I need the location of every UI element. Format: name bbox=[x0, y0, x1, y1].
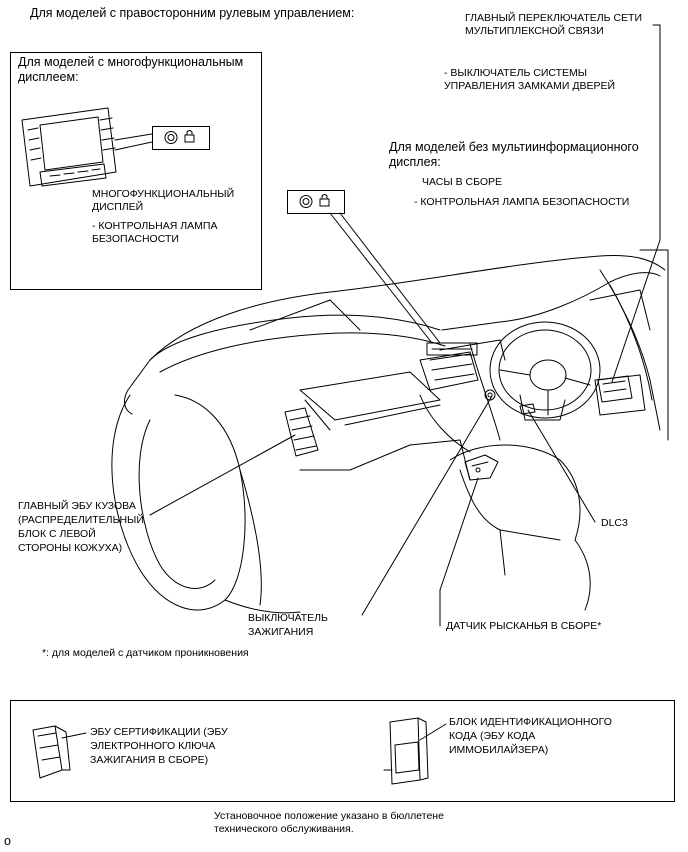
ignition-switch-label-line1: ВЫКЛЮЧАТЕЛЬ bbox=[248, 612, 328, 624]
install-note-line1: Установочное положение указано в бюллете… bbox=[214, 810, 444, 822]
right-door bbox=[589, 249, 669, 441]
multifunction-display-label-line1: МНОГОФУНКЦИОНАЛЬНЫЙ bbox=[92, 188, 235, 200]
certification-ecu-label-line1: ЭБУ СЕРТИФИКАЦИИ (ЭБУ bbox=[90, 726, 228, 738]
front-seats bbox=[449, 444, 591, 611]
id-code-box-label-line3: ИММОБИЛАЙЗЕРА) bbox=[449, 744, 549, 756]
security-lamp-icon-inset bbox=[152, 126, 210, 150]
id-code-box-drawing bbox=[383, 717, 447, 785]
yaw-sensor-label: ДАТЧИК РЫСКАНЬЯ В СБОРЕ* bbox=[446, 620, 602, 632]
multifunction-display-drawing bbox=[21, 107, 117, 187]
multifunction-display-label-line2: ДИСПЛЕЙ bbox=[92, 201, 144, 213]
id-code-box-label-line2: КОДА (ЭБУ КОДА bbox=[449, 730, 536, 742]
inset-title-line1: Для моделей с многофункциональным bbox=[18, 55, 244, 69]
inset-multifunction-box bbox=[10, 52, 262, 290]
door-lock-switch-label-line2: УПРАВЛЕНИЯ ЗАМКАМИ ДВЕРЕЙ bbox=[444, 80, 616, 92]
leader-lines bbox=[114, 24, 661, 627]
body-ecu-label-line3: БЛОК С ЛЕВОЙ bbox=[18, 528, 96, 540]
id-code-box-label-line1: БЛОК ИДЕНТИФИКАЦИОННОГО bbox=[449, 716, 612, 728]
footnote: *: для моделей с датчиком проникновения bbox=[42, 647, 249, 659]
certification-ecu-label-line2: ЭЛЕКТРОННОГО КЛЮЧА bbox=[90, 740, 216, 752]
inset-lamp-label-line1: - КОНТРОЛЬНАЯ ЛАМПА bbox=[92, 220, 218, 232]
inset-lamp-label-line2: БЕЗОПАСНОСТИ bbox=[92, 233, 179, 245]
components-box bbox=[10, 700, 675, 802]
yaw-sensor-drawing bbox=[464, 454, 499, 481]
corner-mark: o bbox=[4, 834, 11, 848]
dash-display-drawing bbox=[426, 342, 478, 356]
install-note-line2: технического обслуживания. bbox=[214, 823, 354, 835]
steering-wheel bbox=[489, 321, 601, 421]
ignition-switch-label-line2: ЗАЖИГАНИЯ bbox=[248, 626, 314, 638]
body-ecu-drawing bbox=[284, 407, 319, 457]
certification-ecu-label-line3: ЗАЖИГАНИЯ В СБОРЕ) bbox=[90, 754, 209, 766]
no-display-lamp-label: - КОНТРОЛЬНАЯ ЛАМПА БЕЗОПАСНОСТИ bbox=[414, 196, 630, 208]
body-ecu-label-line1: ГЛАВНЫЙ ЭБУ КУЗОВА bbox=[18, 500, 136, 512]
no-display-title-line2: дисплея: bbox=[389, 155, 441, 169]
dlc3-drawing bbox=[519, 403, 536, 415]
certification-ecu-drawing bbox=[32, 725, 87, 779]
wheel-arch bbox=[111, 394, 301, 614]
dlc3-label: DLC3 bbox=[601, 517, 628, 529]
no-display-title-line1: Для моделей без мультиинформационного bbox=[389, 140, 639, 154]
inset-title-line2: дисплеем: bbox=[18, 70, 79, 84]
body-ecu-label-line2: (РАСПРЕДЕЛИТЕЛЬНЫЙ bbox=[18, 514, 144, 526]
multiplex-switch-drawing bbox=[597, 375, 633, 403]
door-lock-switch-label-line1: - ВЫКЛЮЧАТЕЛЬ СИСТЕМЫ bbox=[444, 67, 588, 79]
multiplex-switch-label-line1: ГЛАВНЫЙ ПЕРЕКЛЮЧАТЕЛЬ СЕТИ bbox=[465, 12, 643, 24]
body-ecu-label-line4: СТОРОНЫ КОЖУХА) bbox=[18, 542, 123, 554]
clock-assembly-label: ЧАСЫ В СБОРЕ bbox=[422, 176, 503, 188]
rhd-note: Для моделей с правосторонним рулевым упр… bbox=[30, 6, 355, 20]
security-lamp-icon-dash bbox=[287, 190, 345, 214]
multiplex-switch-label-line2: МУЛЬТИПЛЕКСНОЙ СВЯЗИ bbox=[465, 25, 604, 37]
